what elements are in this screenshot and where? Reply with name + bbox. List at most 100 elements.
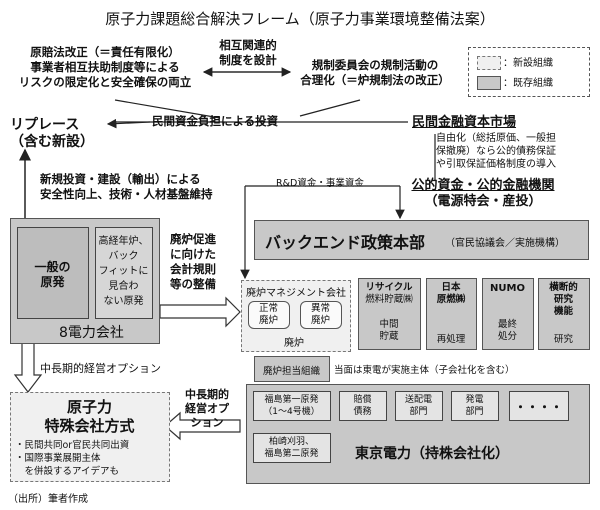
old-plant-box: 高経年炉、 バック フィットに 見合わ ない原発	[95, 227, 153, 319]
recycle-sub-line-1: 中間	[379, 319, 399, 330]
old-plant-line-4: 見合わ	[108, 281, 139, 292]
top-center-line-2: 制度を設計	[219, 53, 277, 67]
numo-sub: 最終 処分	[483, 319, 532, 343]
japan-nuclear-sub: 再処理	[436, 334, 466, 345]
generation-line-1: 発電	[465, 395, 484, 405]
generation-line-2: 部門	[465, 407, 484, 417]
special-company-box: 原子力 特殊会社方式 ・民間共同or官民共同出資 ・国際事業展開主体 を併設する…	[10, 392, 170, 482]
transmission-box: 送配電 部門	[395, 391, 443, 421]
decommission-rules: 廃炉促進 に向けた 会計規則 等の整備	[170, 232, 216, 292]
special-bullet-3: を併設するアイデアも	[15, 466, 120, 477]
decom-caption: 廃炉	[284, 338, 304, 349]
research-sub: 研究	[553, 334, 573, 345]
research-title: 横断的 研究 機能	[539, 282, 588, 318]
decom-org-line-2: 組織	[301, 366, 321, 377]
investment-note-line-2: 安全性向上、技術・人材基盤維持	[40, 187, 213, 201]
tepco-name: 東京電力（持株会社化）	[355, 446, 509, 462]
kashiwazaki-text: 柏崎刈羽、 福島第二原発	[254, 436, 329, 460]
research-title-line-2: 研究	[553, 294, 573, 305]
recycle-title-line-1: リサイクル	[365, 282, 413, 293]
top-left-line-3: リスクの限定化と安全確保の両立	[18, 75, 192, 89]
investment-note: 新規投資・建設（輸出）による 安全性向上、技術・人材基盤維持	[40, 172, 213, 202]
normal-decom-line-1: 正常	[258, 303, 278, 314]
mid-long-option2-line-1: 中長期的	[185, 388, 229, 401]
old-plant-line-5: ない原発	[103, 296, 144, 307]
generation-text: 発電 部門	[452, 394, 497, 418]
normal-decom-box: 正常 廃炉	[248, 301, 290, 329]
legend-new-swatch	[477, 56, 501, 70]
top-left-text: 原賠法改正（＝責任有限化） 事業者相互扶助制度等による リスクの限定化と安全確保…	[5, 45, 205, 90]
arrow-utilities-to-decom	[159, 296, 241, 328]
tepco-box: 福島第一原発 （1〜4号機） 賠償 債務 送配電 部門 発電 部門 ・・・・ 柏…	[246, 384, 590, 484]
japan-nuclear-title-line-1: 日本	[441, 282, 461, 293]
recycle-title: リサイクル 燃料貯蔵㈱	[359, 282, 419, 306]
special-company-title-line-2: 特殊会社方式	[44, 417, 135, 435]
numo-title: NUMO	[490, 283, 525, 294]
normal-decom-line-2: 廃炉	[258, 315, 278, 326]
fukushima1-line-1: 福島第一原発	[264, 395, 319, 405]
source-note: （出所）筆者作成	[8, 494, 88, 505]
top-left-line-1: 原賠法改正（＝責任有限化）	[30, 45, 180, 59]
decom-company-title: 廃炉マネジメント会社	[246, 288, 346, 299]
japan-nuclear-title: 日本 原燃㈱	[427, 282, 475, 306]
abnormal-decom-line-1: 異常	[310, 303, 330, 314]
research-title-line-1: 横断的	[549, 282, 578, 293]
generation-box: 発電 部門	[451, 391, 499, 421]
replace-line-1: リプレース	[10, 117, 80, 133]
public-funds-line-2: （電源特会・産投）	[424, 194, 542, 209]
decom-org-text: 廃炉担当組織	[255, 363, 328, 377]
mid-long-option2-line-3: ション	[190, 416, 224, 429]
recycle-sub-line-2: 貯蔵	[379, 331, 399, 342]
decommission-rules-line-2: に向けた	[170, 247, 216, 261]
tepco-note: 当面は東電が実施主体（子会社化を含む）	[334, 365, 515, 376]
abnormal-decom-text: 異常 廃炉	[301, 303, 340, 327]
eight-utilities-label: 8電力会社	[59, 325, 124, 341]
backend-box: バックエンド政策本部 （官民協議会／実施機構）	[254, 220, 589, 260]
old-plant-line-3: フィットに	[98, 266, 149, 277]
liberalization-line-3: や引取保証価格制度の導入	[436, 159, 556, 170]
mid-long-option-2: 中長期的 経営オプ ション	[170, 388, 244, 430]
transmission-line-2: 部門	[409, 407, 428, 417]
backend-title: バックエンド政策本部	[265, 233, 426, 252]
eight-utilities-box: 一般の 原発 高経年炉、 バック フィットに 見合わ ない原発 8電力会社	[10, 218, 160, 344]
kashiwazaki-line-2: 福島第二原発	[264, 449, 319, 459]
compensation-line-1: 賠償	[353, 395, 372, 405]
top-center-text: 相互関連的 制度を設計	[208, 38, 288, 68]
old-plant-text: 高経年炉、 バック フィットに 見合わ ない原発	[96, 234, 151, 309]
decommission-rules-line-3: 会計規則	[170, 262, 216, 276]
more-text: ・・・・	[514, 400, 563, 414]
public-funds-line-1: 公的資金・公的金融機関	[411, 178, 555, 193]
special-bullet-2: ・国際事業展開主体	[15, 453, 101, 464]
investment-note-line-1: 新規投資・建設（輸出）による	[40, 172, 201, 186]
page-title: 原子力課題総合解決フレーム（原子力事業環境整備法案）	[105, 10, 495, 28]
general-plant-line-2: 原発	[40, 275, 65, 289]
special-company-title-line-1: 原子力	[66, 398, 112, 416]
legend-new-label: ：新設組織	[503, 58, 553, 69]
private-market-label: 民間金融資本市場	[412, 115, 517, 130]
decom-org-line-1: 廃炉担当	[262, 366, 301, 377]
legend: ：新設組織 ：既存組織	[468, 47, 590, 97]
line-left-to-burden	[114, 99, 221, 119]
backend-subtitle: （官民協議会／実施機構）	[445, 238, 565, 249]
top-center-line-1: 相互関連的	[219, 38, 277, 52]
liberalization-line-1: 自由化（総括原価、一般担	[436, 133, 556, 144]
line-right-to-burden	[299, 99, 361, 117]
liberalization-line-2: 保撤廃）なら公的債務保証	[436, 146, 556, 157]
top-left-line-2: 事業者相互扶助制度等による	[30, 60, 180, 74]
rd-funds-label: R&D資金・事業資金	[276, 178, 364, 189]
recycle-box: リサイクル 燃料貯蔵㈱ 中間 貯蔵	[358, 278, 421, 350]
legend-existing-label: ：既存組織	[503, 78, 553, 89]
general-plant-text: 一般の 原発	[18, 260, 87, 290]
special-company-title: 原子力 特殊会社方式	[11, 398, 168, 436]
normal-decom-text: 正常 廃炉	[249, 303, 288, 327]
special-bullet-1: ・民間共同or官民共同出資	[15, 440, 130, 451]
abnormal-decom-box: 異常 廃炉	[300, 301, 342, 329]
research-title-line-3: 機能	[553, 306, 573, 317]
general-plant-box: 一般の 原発	[17, 227, 89, 319]
mid-long-option2-line-2: 経営オプ	[185, 402, 229, 415]
recycle-sub: 中間 貯蔵	[359, 319, 419, 343]
japan-nuclear-box: 日本 原燃㈱ 再処理	[426, 278, 477, 350]
abnormal-decom-line-2: 廃炉	[310, 315, 330, 326]
general-plant-line-1: 一般の	[34, 260, 71, 274]
